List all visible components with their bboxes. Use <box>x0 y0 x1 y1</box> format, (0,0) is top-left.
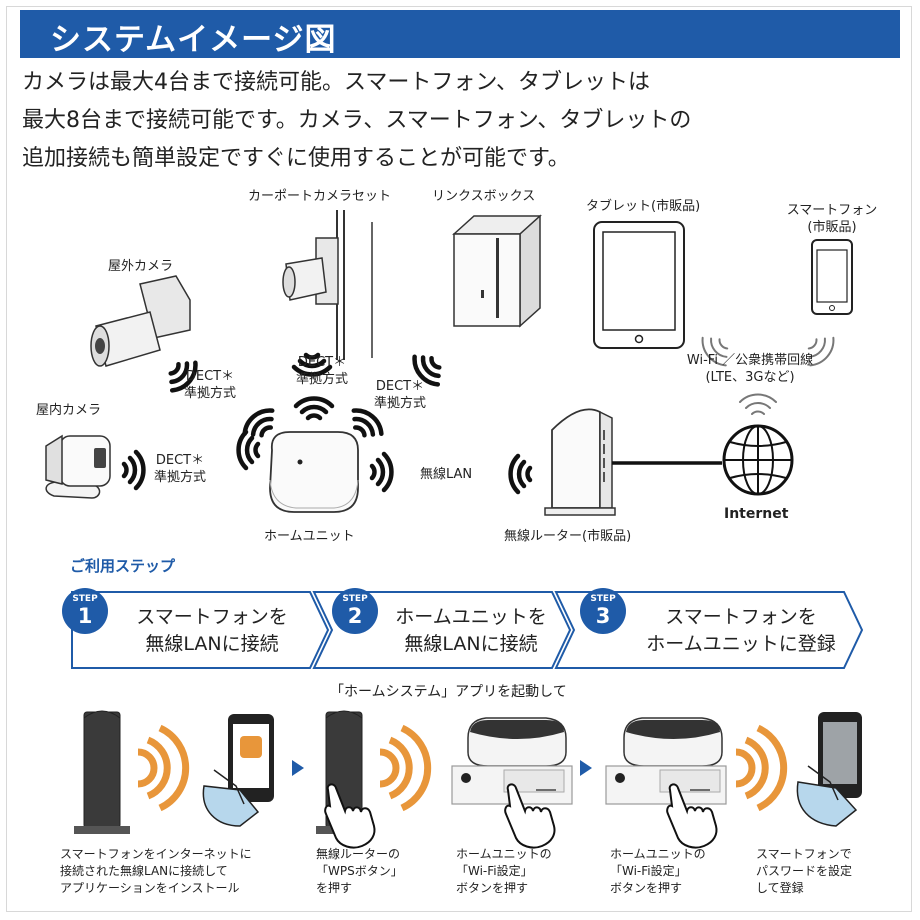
procedure-wave-3-icon <box>736 728 784 808</box>
step-1-badge: STEP 1 <box>62 588 108 634</box>
procedure-smartphone-icon <box>796 712 862 827</box>
home-unit-label: ホームユニット <box>264 529 355 544</box>
intro-line-3: 追加接続も簡単設定ですぐに使用することが可能です。 <box>22 146 570 171</box>
step-3-text: スマートフォンを ホームユニットに登録 <box>646 606 836 655</box>
home-unit-wave-right-icon <box>372 454 391 490</box>
link-box-label: リンクスボックス <box>432 189 536 204</box>
step-banner <box>71 591 864 669</box>
step-2-text: ホームユニットを 無線LANに接続 <box>395 606 547 655</box>
dect-label-carport: DECT＊ 準拠方式 <box>295 355 348 387</box>
home-unit-wave-top-icon <box>296 399 332 418</box>
indoor-camera-icon <box>45 434 111 499</box>
outdoor-camera-icon <box>90 275 191 367</box>
intro-line-2: 最大8台まで接続可能です。カメラ、スマートフォン、タブレットの <box>22 108 692 133</box>
procedure-arrow-2 <box>580 760 592 776</box>
procedure-wave-2-icon <box>380 728 428 808</box>
header-bar: システムイメージ図 <box>20 10 900 58</box>
steps-title: ご利用ステップ <box>70 557 176 575</box>
dect-label-indoor: DECT＊ 準拠方式 <box>153 453 206 485</box>
step-2-badge: STEP 2 <box>332 588 378 634</box>
procedure-smartphone-app-icon <box>202 714 274 827</box>
carport-camera-label: カーポートカメラセット <box>248 189 392 204</box>
smartphone-label: スマートフォン (市販品) <box>786 203 878 235</box>
caption-1: スマートフォンをインターネットに 接続された無線LANに接続して アプリケーショ… <box>60 847 252 895</box>
tablet-icon <box>593 221 685 349</box>
link-box-icon <box>452 214 542 328</box>
carport-camera-icon <box>282 210 373 360</box>
app-launch-note: 「ホームシステム」アプリを起動して <box>330 684 567 700</box>
procedure-home-unit-2-icon <box>605 717 727 805</box>
caption-4: ホームユニットの 「Wi-Fi設定」 ボタンを押す <box>610 847 706 895</box>
procedure-router-icon <box>74 710 130 834</box>
internet-label: Internet <box>724 506 789 522</box>
step-1-text: スマートフォンを 無線LANに接続 <box>136 606 288 655</box>
caption-2: 無線ルーターの 「WPSボタン」 を押す <box>316 847 403 895</box>
wifi-label: Wi-Fi ／公衆携帯回線 (LTE、3Gなど) <box>686 353 814 385</box>
router-label: 無線ルーター(市販品) <box>504 529 632 544</box>
caption-5: スマートフォンで パスワードを設定 して登録 <box>756 847 853 895</box>
router-wave-icon <box>511 456 530 492</box>
procedure-wave-1-icon <box>138 728 186 808</box>
internet-globe-icon <box>722 424 794 496</box>
step-3-badge: STEP 3 <box>580 588 626 634</box>
internet-wave-icon <box>739 393 777 415</box>
page-frame <box>6 6 912 912</box>
page-title: システムイメージ図 <box>50 22 337 58</box>
caption-3: ホームユニットの 「Wi-Fi設定」 ボタンを押す <box>456 847 552 895</box>
home-unit-wave-left-icon <box>239 432 258 468</box>
intro-line-1: カメラは最大4台まで接続可能。スマートフォン、タブレットは <box>22 70 651 95</box>
tablet-label: タブレット(市販品) <box>586 199 701 214</box>
dect-label-outdoor: DECT＊ 準拠方式 <box>183 369 236 401</box>
procedure-arrow-1 <box>292 760 304 776</box>
dect-label-linkbox: DECT＊ 準拠方式 <box>373 379 426 411</box>
smartphone-icon <box>811 239 853 315</box>
wireless-lan-label: 無線LAN <box>420 467 473 482</box>
outdoor-camera-label: 屋外カメラ <box>108 259 174 274</box>
intro-text: カメラは最大4台まで接続可能。スマートフォン、タブレットは 最大8台まで接続可能… <box>22 64 902 178</box>
home-unit-icon <box>269 431 359 513</box>
router-icon <box>544 408 616 516</box>
indoor-camera-label: 屋内カメラ <box>36 403 102 418</box>
